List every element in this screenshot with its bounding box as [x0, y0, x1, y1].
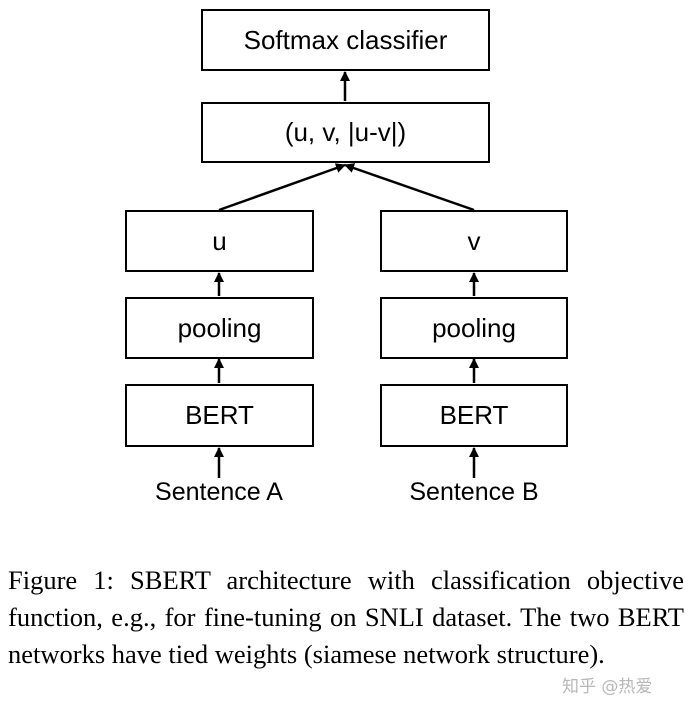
softmax-classifier-box: Softmax classifier — [201, 9, 490, 71]
bert-b-box: BERT — [380, 384, 568, 447]
pooling-b-box: pooling — [380, 297, 568, 359]
v-box: v — [380, 210, 568, 272]
bert-a-box: BERT — [125, 384, 314, 447]
figure-caption: Figure 1: SBERT architecture with classi… — [8, 565, 684, 669]
sentence-a-label: Sentence A — [155, 478, 283, 506]
sentence-b-label: Sentence B — [409, 478, 539, 506]
u-box: u — [125, 210, 314, 272]
edge-v-to-concat — [344, 163, 475, 212]
pooling-a-box: pooling — [125, 297, 314, 359]
concat-box: (u, v, |u-v|) — [201, 102, 490, 163]
edge-u-to-concat — [218, 163, 346, 212]
watermark-text: 知乎 @热爱 — [562, 677, 653, 697]
